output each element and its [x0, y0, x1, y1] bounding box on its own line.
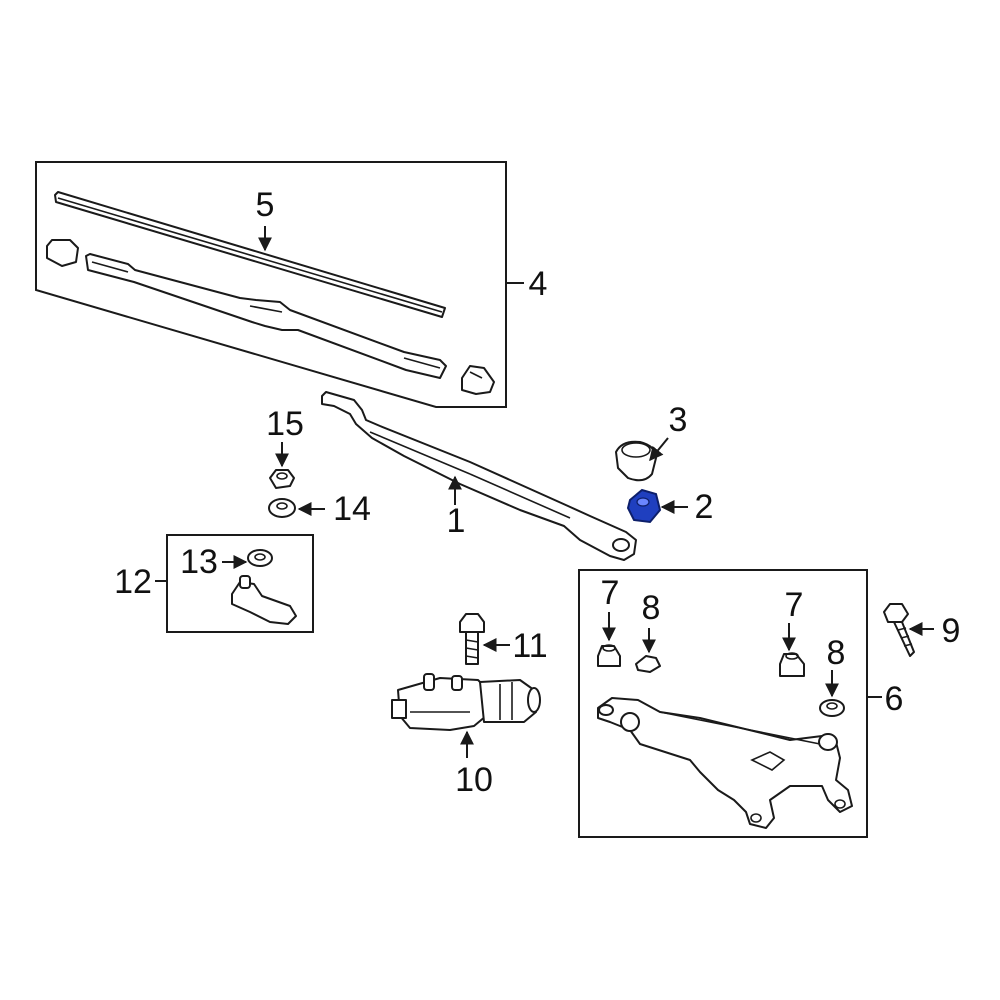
callout-1: 1 — [447, 502, 466, 540]
callout-14: 14 — [333, 490, 371, 528]
callout-5: 5 — [256, 186, 275, 224]
callout-2: 2 — [695, 488, 714, 526]
callout-7-left: 7 — [601, 574, 620, 612]
callout-4: 4 — [529, 265, 548, 303]
nut-15 — [269, 469, 295, 489]
callout-10: 10 — [455, 761, 493, 799]
callout-9: 9 — [942, 612, 961, 650]
callout-8-right: 8 — [827, 634, 846, 672]
bracket-box — [155, 534, 314, 633]
mounting-bracket — [231, 575, 297, 625]
callout-labels: 5 4 3 2 1 15 14 13 12 11 10 7 8 7 8 9 6 — [114, 186, 960, 799]
callout-6: 6 — [885, 680, 904, 718]
wiper-refill-strip — [54, 191, 446, 318]
callout-8-left: 8 — [642, 589, 661, 627]
pivot-cap — [615, 440, 657, 482]
callout-11: 11 — [512, 627, 547, 665]
washer-8-left — [635, 655, 661, 673]
linkage-frame — [597, 697, 853, 829]
linkage-box — [578, 569, 882, 838]
bushing-7-left — [597, 644, 621, 667]
blade-assembly-box — [35, 161, 524, 408]
washer-14 — [268, 498, 296, 518]
callout-15: 15 — [266, 405, 304, 443]
washer-8-right — [819, 699, 845, 717]
leader-lines — [222, 226, 934, 758]
bolt-11 — [459, 613, 485, 665]
callout-12: 12 — [114, 563, 152, 601]
callout-13: 13 — [180, 543, 218, 581]
screw-9 — [883, 603, 915, 657]
callout-7-right: 7 — [785, 586, 804, 624]
callout-3: 3 — [669, 401, 688, 439]
grommet-13 — [247, 549, 273, 567]
wiper-arm — [321, 391, 637, 561]
wiper-motor — [391, 673, 541, 731]
wiper-blade — [46, 239, 495, 395]
pivot-nut-highlighted — [626, 488, 662, 524]
bushing-7-right — [779, 652, 805, 677]
